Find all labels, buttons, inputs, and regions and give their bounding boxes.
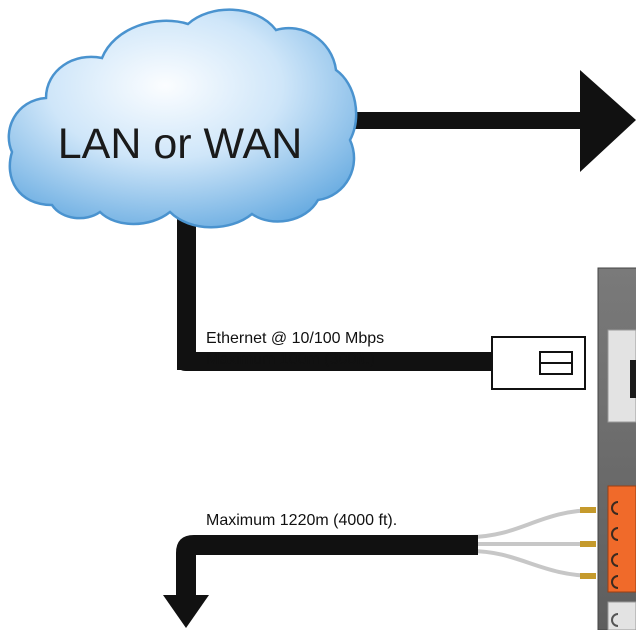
device-panel [597, 267, 636, 630]
wan-arrow [340, 70, 636, 172]
cloud-icon: LAN or WAN [7, 8, 358, 229]
ethernet-cable [177, 200, 493, 371]
serial-distance-label: Maximum 1220m (4000 ft). [206, 512, 397, 529]
rj45-plug-icon [491, 336, 586, 390]
ethernet-speed-label: Ethernet @ 10/100 Mbps [206, 330, 384, 347]
ethernet-distance-label: Maximum 100m (300ft.) [206, 351, 375, 368]
cloud-label: LAN or WAN [58, 120, 303, 168]
serial-cable [163, 507, 597, 628]
